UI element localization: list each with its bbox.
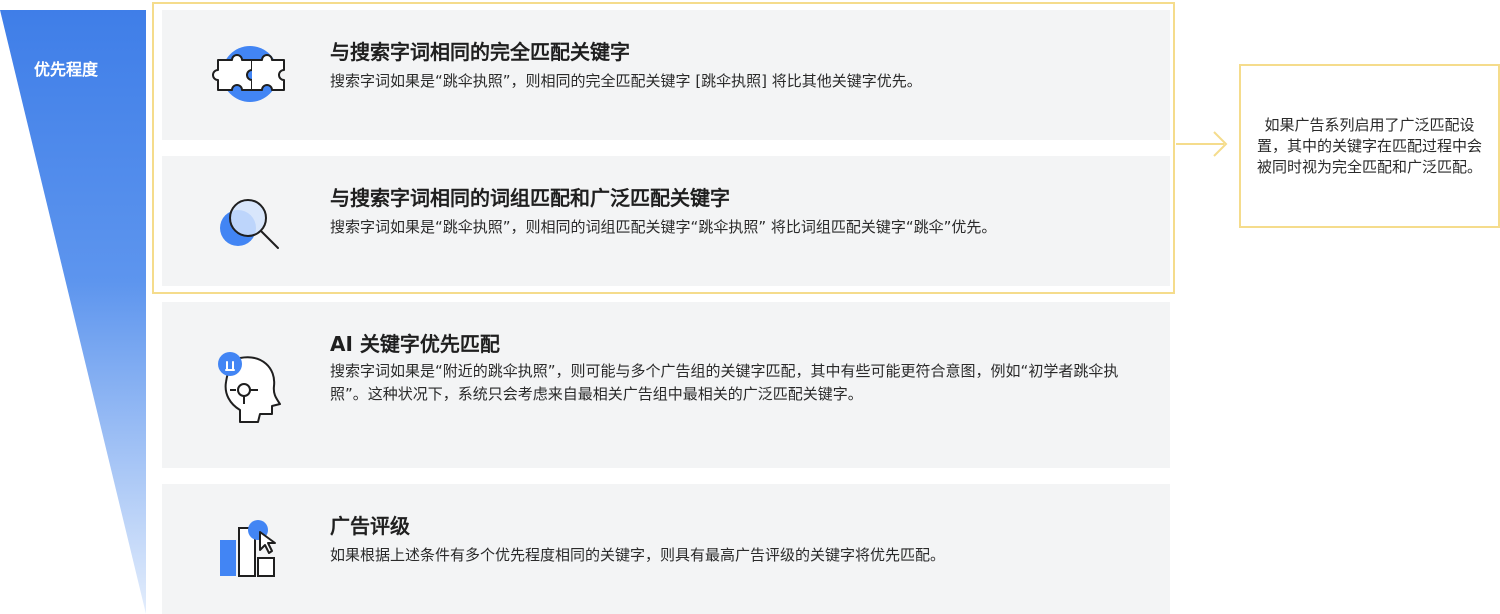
card-title: 广告评级 xyxy=(330,514,410,538)
card-title: 与搜索字词相同的完全匹配关键字 xyxy=(330,40,630,64)
magnifier-icon xyxy=(220,199,279,249)
card-phrase-broad-match: 与搜索字词相同的词组匹配和广泛匹配关键字 搜索字词如果是“跳伞执照”，则相同的词… xyxy=(162,156,1170,286)
priority-funnel xyxy=(0,10,146,614)
card-description: 搜索字词如果是“附近的跳伞执照”，则可能与多个广告组的关键字匹配，其中有些可能更… xyxy=(330,362,1119,403)
card-ai-priority-match: AI 关键字优先匹配 搜索字词如果是“附近的跳伞执照”，则可能与多个广告组的关键… xyxy=(162,302,1170,468)
ai-head-icon xyxy=(218,352,281,423)
card-description: 如果根据上述条件有多个优先程度相同的关键字，则具有最高广告评级的关键字将优先匹配… xyxy=(330,546,946,564)
card-description: 搜索字词如果是“跳伞执照”，则相同的完全匹配关键字 [跳伞执照] 将比其他关键字… xyxy=(330,72,922,90)
card-description: 搜索字词如果是“跳伞执照”，则相同的词组匹配关键字“跳伞执照” 将比词组匹配关键… xyxy=(330,218,997,236)
card-title: 与搜索字词相同的词组匹配和广泛匹配关键字 xyxy=(330,186,730,210)
card-exact-match: 与搜索字词相同的完全匹配关键字 搜索字词如果是“跳伞执照”，则相同的完全匹配关键… xyxy=(162,10,1170,140)
priority-label: 优先程度 xyxy=(34,60,99,79)
puzzle-icon xyxy=(212,46,285,102)
arrow-right-icon xyxy=(1176,131,1228,157)
card-ad-rank: 广告评级 如果根据上述条件有多个优先程度相同的关键字，则具有最高广告评级的关键字… xyxy=(162,484,1170,614)
note-text: 如果广告系列启用了广泛匹配设置，其中的关键字在匹配过程中会被同时视为完全匹配和广… xyxy=(1256,115,1482,176)
bar-chart-cursor-icon xyxy=(220,520,276,577)
card-title: AI 关键字优先匹配 xyxy=(330,332,500,356)
broad-match-note: 如果广告系列启用了广泛匹配设置，其中的关键字在匹配过程中会被同时视为完全匹配和广… xyxy=(1239,64,1500,228)
